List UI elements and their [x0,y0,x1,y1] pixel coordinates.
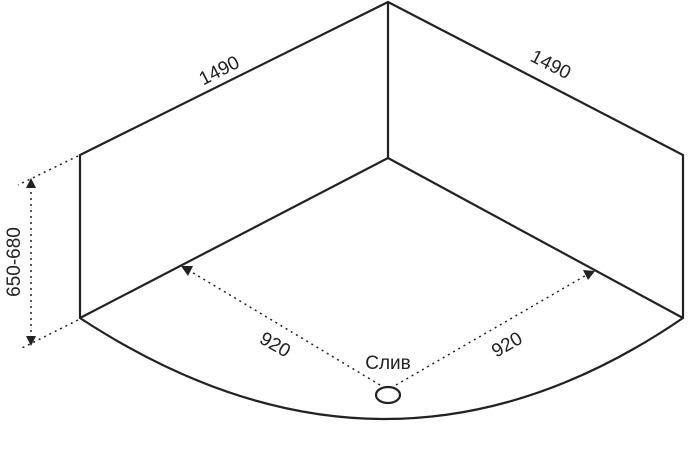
depth-left-arrow [181,266,193,276]
drain-label: Слив [365,353,411,374]
depth-right-arrow [583,270,595,280]
height-extension-bottom [21,319,79,349]
height-arrow-top [26,178,36,188]
depth-left-line [184,267,381,386]
depth-right-label: 920 [488,328,526,362]
length-left-label: 1490 [196,52,243,90]
height-label: 650-680 [4,227,25,297]
depth-right-line [395,272,591,386]
inner-left-edge [79,157,389,319]
height-arrow-bottom [26,336,36,346]
tub-outline [78,0,685,420]
depth-left-label: 920 [256,328,294,362]
drain-icon [374,385,402,405]
inner-right-edge [387,157,684,319]
height-extension-top [17,155,79,186]
